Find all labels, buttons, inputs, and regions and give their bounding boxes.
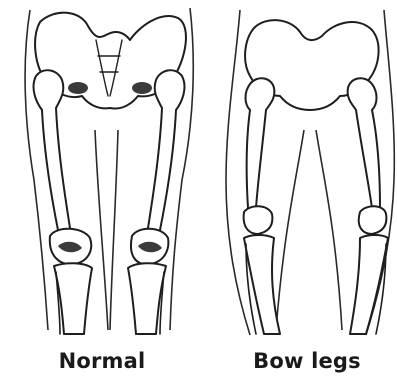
bow-legs-skeleton xyxy=(226,10,394,335)
bow-left-knee xyxy=(244,206,273,234)
bow-right-tibia xyxy=(350,235,388,334)
normal-obturator-left xyxy=(68,82,88,94)
normal-inner-thigh-line-2 xyxy=(110,130,118,330)
bow-inner-line-left xyxy=(276,130,304,330)
normal-inner-thigh-line xyxy=(95,130,108,330)
normal-obturator-right xyxy=(132,82,152,94)
bow-right-knee xyxy=(359,206,387,234)
normal-skeleton xyxy=(25,8,193,334)
bow-legs-label: Bow legs xyxy=(222,349,392,379)
bow-inner-line-right xyxy=(316,130,342,330)
normal-label: Normal xyxy=(22,349,182,379)
bow-left-tibia xyxy=(244,235,280,334)
